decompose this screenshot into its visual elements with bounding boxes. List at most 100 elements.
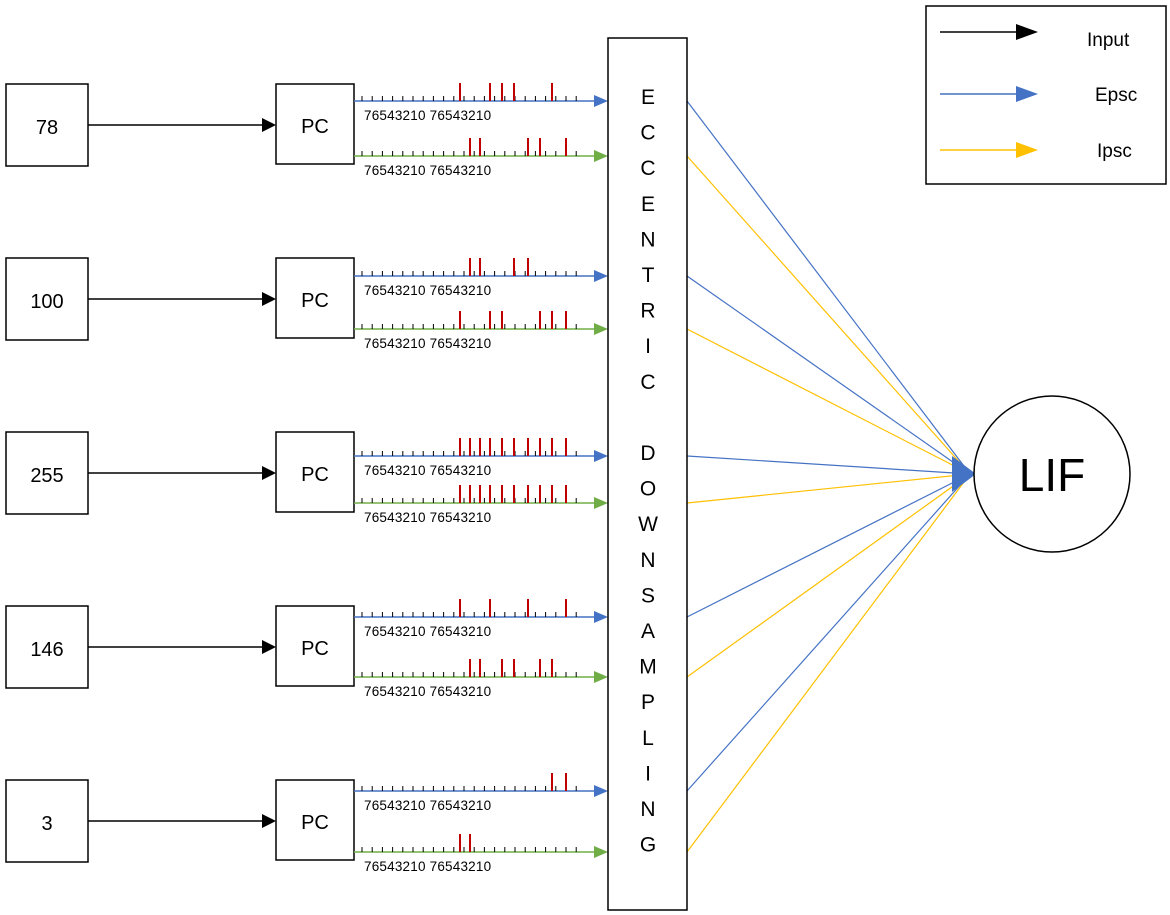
legend-label-epsc: Epsc [1095, 85, 1137, 106]
epsc-connection [686, 275, 971, 475]
downsampling-letter: N [640, 228, 655, 251]
downsampling-letter: N [640, 798, 655, 821]
ipsc-spike-train: 76543210 76543210 [354, 834, 608, 874]
input-value-box [5, 605, 89, 689]
input-arrowhead [262, 118, 276, 132]
input-arrowhead [262, 814, 276, 828]
lif-neuron: LIF [973, 395, 1131, 553]
ipsc-connection [686, 473, 971, 678]
input-value-box [5, 431, 89, 515]
downsampling-letter: D [640, 442, 655, 465]
epsc-spike-train: 76543210 76543210 [354, 83, 608, 123]
pc-label: PC [301, 638, 329, 660]
downsampling-letter: W [638, 513, 658, 536]
epsc-arrowhead [594, 270, 608, 282]
ipsc-connection [686, 473, 971, 504]
pc-box [275, 605, 355, 687]
input-value: 78 [36, 117, 58, 139]
input-row: 146 PC 76543210 76543210 76543210 76543210 [5, 599, 608, 699]
input-value-box [5, 779, 89, 863]
pc-box [275, 83, 355, 165]
legend-ipsc-arrowhead [1016, 142, 1038, 158]
input-value: 146 [30, 639, 63, 661]
downsampling-letter: L [642, 727, 654, 750]
epsc-arrowhead [594, 95, 608, 107]
pc-box [275, 431, 355, 513]
legend: Input Epsc Ipsc [925, 5, 1167, 185]
ipsc-connection [686, 328, 971, 475]
pc-box [275, 257, 355, 339]
legend-epsc-arrowhead [1016, 86, 1038, 102]
epsc-bit-labels: 76543210 76543210 [364, 624, 491, 639]
epsc-arrowhead [594, 785, 608, 797]
ipsc-spike-train: 76543210 76543210 [354, 311, 608, 351]
ipsc-spike-train: 76543210 76543210 [354, 659, 608, 699]
input-row: 100 PC 76543210 76543210 76543210 76543210 [5, 257, 608, 351]
epsc-bit-labels: 76543210 76543210 [364, 108, 491, 123]
downsampling-letter: P [641, 691, 655, 714]
downsampling-letter: T [642, 264, 655, 287]
input-arrowhead [262, 640, 276, 654]
input-value: 255 [30, 465, 63, 487]
legend-item-input: Input [940, 24, 1130, 51]
ipsc-bit-labels: 76543210 76543210 [364, 684, 491, 699]
downsampling-letter: I [645, 335, 651, 358]
legend-input-arrowhead [1016, 24, 1038, 40]
input-value-box [5, 83, 89, 167]
epsc-spike-train: 76543210 76543210 [354, 773, 608, 813]
downsampling-letter: A [641, 620, 655, 643]
epsc-spike-train: 76543210 76543210 [354, 599, 608, 639]
epsc-arrowhead [594, 450, 608, 462]
downsampling-letter: C [640, 122, 655, 145]
epsc-bit-labels: 76543210 76543210 [364, 463, 491, 478]
downsampling-letter: C [640, 371, 655, 394]
ipsc-connection [686, 155, 971, 475]
downsampling-letter: M [639, 656, 657, 679]
input-value: 100 [30, 291, 63, 313]
input-arrowhead [262, 292, 276, 306]
epsc-spike-train: 76543210 76543210 [354, 438, 608, 478]
ipsc-spike-train: 76543210 76543210 [354, 485, 608, 525]
ipsc-spike-train: 76543210 76543210 [354, 138, 608, 178]
legend-item-ipsc: Ipsc [940, 141, 1132, 162]
ipsc-bit-labels: 76543210 76543210 [364, 163, 491, 178]
downsampling-letter: R [640, 300, 655, 323]
epsc-arrowhead [594, 611, 608, 623]
downsampling-letter: G [640, 834, 656, 857]
input-arrowhead [262, 466, 276, 480]
input-row: 255 PC 76543210 76543210 76543210 76543210 [5, 431, 608, 525]
downsampling-box [607, 37, 688, 911]
ipsc-arrowhead [594, 671, 608, 683]
ipsc-bit-labels: 76543210 76543210 [364, 859, 491, 874]
legend-box [925, 5, 1167, 185]
pc-label: PC [301, 290, 329, 312]
ipsc-bit-labels: 76543210 76543210 [364, 510, 491, 525]
epsc-spike-train: 76543210 76543210 [354, 258, 608, 298]
ipsc-arrowhead [594, 323, 608, 335]
downsampling-letter: E [641, 193, 655, 216]
downsampling-letter: O [640, 478, 656, 501]
epsc-connection [686, 455, 971, 475]
legend-item-epsc: Epsc [940, 85, 1137, 106]
epsc-bit-labels: 76543210 76543210 [364, 283, 491, 298]
epsc-connection [686, 473, 971, 792]
lif-connections [686, 100, 976, 853]
epsc-bit-labels: 76543210 76543210 [364, 798, 491, 813]
downsampling-letter: N [640, 549, 655, 572]
pc-label: PC [301, 464, 329, 486]
input-row: 78 PC 76543210 76543210 76543210 76543210 [5, 83, 608, 178]
downsampling-letter: I [645, 762, 651, 785]
pc-label: PC [301, 116, 329, 138]
lif-circle [973, 395, 1131, 553]
downsampling-letter: S [641, 584, 655, 607]
ipsc-arrowhead [594, 846, 608, 858]
ipsc-connection [686, 473, 971, 853]
downsampling-letter: C [640, 157, 655, 180]
pc-box [275, 779, 355, 861]
ipsc-arrowhead [594, 150, 608, 162]
lif-label: LIF [1019, 449, 1085, 501]
lif-input-arrowhead [952, 456, 976, 492]
